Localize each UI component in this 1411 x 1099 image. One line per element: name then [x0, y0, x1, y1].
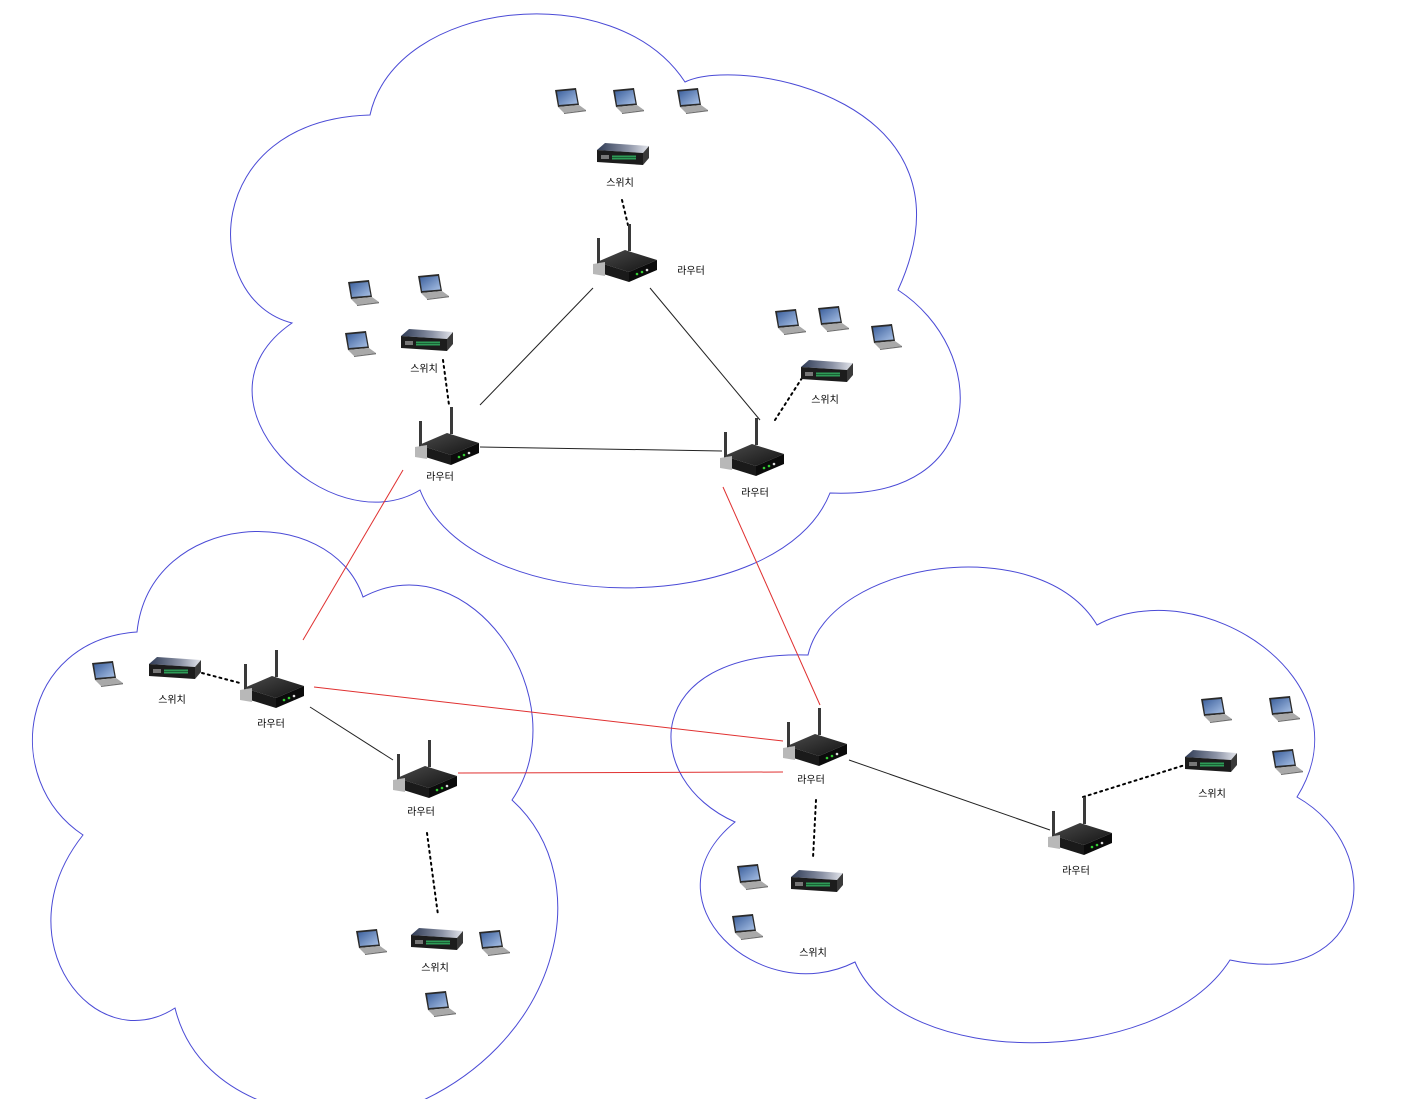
switch-label: 스위치 — [410, 362, 438, 375]
switch-links — [201, 199, 1186, 916]
dotted-link-r5-s5 — [426, 832, 439, 916]
switch-node[interactable]: 스위치 — [801, 360, 853, 406]
link-r2-r3 — [479, 446, 723, 452]
router-label: 라우터 — [741, 487, 769, 499]
network-cloud-bottom-left — [31, 531, 559, 1099]
laptop-icon[interactable] — [613, 88, 644, 114]
router-node[interactable]: 라우터 — [593, 224, 705, 282]
laptop-icon[interactable] — [425, 991, 456, 1017]
inter-network-links — [302, 469, 821, 774]
laptop-icon[interactable] — [348, 280, 379, 306]
router-node[interactable]: 라우터 — [240, 650, 304, 730]
laptops — [92, 88, 1303, 1017]
laptop-icon[interactable] — [871, 324, 902, 350]
laptop-icon[interactable] — [345, 331, 376, 357]
laptop-icon[interactable] — [418, 274, 449, 300]
switch-label: 스위치 — [799, 946, 827, 959]
clouds — [31, 13, 1355, 1099]
link-r6-r7 — [848, 759, 1051, 831]
router-node[interactable]: 라우터 — [783, 708, 847, 786]
router-icon[interactable] — [415, 407, 479, 465]
switch-node[interactable]: 스위치 — [1185, 750, 1237, 800]
laptop-icon[interactable] — [677, 88, 708, 114]
router-node[interactable]: 라우터 — [415, 407, 479, 483]
laptop-icon[interactable] — [356, 929, 387, 955]
switch-node[interactable]: 스위치 — [597, 143, 649, 189]
router-label: 라우터 — [407, 806, 435, 818]
link-r4-r5 — [309, 706, 394, 761]
laptop-icon[interactable] — [775, 309, 806, 335]
network-cloud-bottom-right — [670, 566, 1355, 1044]
dotted-link-s1-r1 — [621, 199, 629, 226]
dotted-link-r6-s6 — [812, 799, 817, 859]
link-r4-r6 — [313, 686, 784, 742]
switch-label: 스위치 — [606, 176, 634, 189]
router-icon[interactable] — [1048, 797, 1112, 855]
switch-label: 스위치 — [158, 693, 186, 706]
router-icon[interactable] — [783, 708, 847, 766]
dotted-link-s4-r4 — [201, 672, 241, 684]
router-node[interactable]: 라우터 — [720, 418, 784, 499]
dotted-link-s3-r3 — [774, 377, 803, 421]
laptop-icon[interactable] — [818, 306, 849, 332]
router-icon[interactable] — [393, 740, 457, 798]
dotted-link-s2-r2 — [442, 359, 450, 406]
router-node[interactable]: 라우터 — [393, 740, 457, 818]
link-r2-r4 — [302, 469, 404, 641]
router-icon[interactable] — [593, 224, 657, 282]
router-label: 라우터 — [677, 265, 705, 277]
dotted-link-r7-s7 — [1082, 764, 1186, 798]
laptop-icon[interactable] — [1201, 697, 1232, 723]
router-label: 라우터 — [797, 774, 825, 786]
laptop-icon[interactable] — [737, 864, 768, 890]
laptop-icon[interactable] — [1272, 749, 1303, 775]
switch-icon[interactable] — [597, 143, 649, 165]
link-r1-r3 — [649, 287, 761, 421]
link-r5-r6 — [457, 771, 784, 774]
switch-label: 스위치 — [1198, 787, 1226, 800]
router-icon[interactable] — [720, 418, 784, 476]
laptop-icon[interactable] — [555, 88, 586, 114]
switch-node[interactable]: 스위치 — [401, 329, 453, 375]
router-icon[interactable] — [240, 650, 304, 708]
switch-node[interactable]: 스위치 — [411, 928, 463, 974]
switch-label: 스위치 — [811, 393, 839, 406]
router-node[interactable]: 라우터 — [1048, 797, 1112, 877]
switch-icon[interactable] — [801, 360, 853, 382]
laptop-icon[interactable] — [479, 930, 510, 956]
laptop-icon[interactable] — [732, 914, 763, 940]
link-r1-r2 — [479, 287, 594, 406]
link-r3-r6 — [722, 486, 821, 706]
switch-node[interactable]: 스위치 — [149, 657, 201, 706]
switch-icon[interactable] — [1185, 750, 1237, 772]
router-label: 라우터 — [257, 718, 285, 730]
router-links — [309, 287, 1051, 831]
switch-icon[interactable] — [149, 657, 201, 679]
laptop-icon[interactable] — [92, 661, 123, 687]
laptop-icon[interactable] — [1269, 696, 1300, 722]
network-cloud-top — [230, 13, 961, 589]
switch-label: 스위치 — [421, 961, 449, 974]
switch-icon[interactable] — [791, 870, 843, 892]
switch-icon[interactable] — [411, 928, 463, 950]
router-label: 라우터 — [1062, 865, 1090, 877]
router-label: 라우터 — [426, 471, 454, 483]
switch-node[interactable]: 스위치 — [791, 870, 843, 959]
switch-icon[interactable] — [401, 329, 453, 351]
